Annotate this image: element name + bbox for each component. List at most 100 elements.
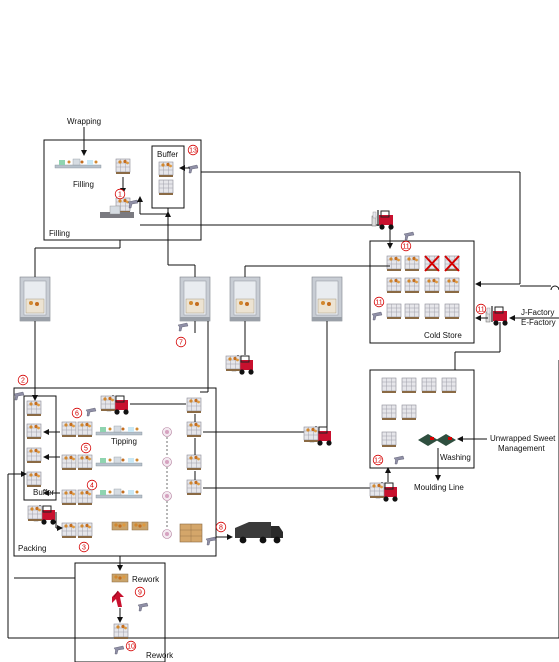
lane-crate-icon [187, 398, 201, 413]
pallet-box-icon [179, 523, 203, 543]
lift-icon [229, 276, 261, 322]
buffer-crate-icon [27, 401, 41, 416]
lane-crate-icon [78, 455, 92, 470]
marker-10 [125, 640, 137, 652]
roundbin-icon [162, 427, 172, 437]
marker-6-label: 6 [75, 411, 79, 418]
conveyor-icon [95, 488, 143, 499]
marker-2-label: 2 [21, 378, 25, 385]
cold-crate-icon [387, 256, 401, 271]
lane-crate-icon [62, 455, 76, 470]
cold-crate-icon [424, 303, 440, 320]
marker-12 [372, 454, 384, 466]
marker-11-right-label: 11 [477, 307, 484, 314]
lane-crate-icon [78, 490, 92, 505]
lane-crate-icon [187, 480, 201, 495]
scanner-icon [137, 602, 149, 612]
washing-label: Washing [440, 453, 471, 462]
buffer-packing: Buffer [23, 395, 57, 501]
unwrapped-label-line1: Unwrapped Sweet [490, 434, 556, 443]
rework-robot-icon [112, 590, 124, 607]
cold-crate-icon [444, 303, 460, 320]
cold-store-label: Cold Store [424, 331, 462, 340]
forklift-crate-icon [226, 356, 240, 371]
truck-icon [235, 522, 283, 544]
rework-tray-icon [111, 573, 129, 583]
lane-crate-icon [187, 455, 201, 470]
washing-area: Washing 12 [369, 369, 475, 469]
cold-crate-icon [425, 278, 439, 293]
roundbin-icon [162, 491, 172, 501]
washing-machine-icon [418, 434, 456, 446]
marker-11-right [475, 303, 487, 315]
packing-area-label: Packing [18, 544, 46, 553]
rework-area-label: Rework [146, 651, 174, 660]
buffer-crate-icon [27, 424, 41, 439]
marker-11-left-label: 11 [375, 300, 382, 307]
marker-1 [114, 188, 126, 200]
buffer-top: Buffer 13 [151, 144, 199, 209]
forklift-icon [371, 209, 395, 231]
marker-8-label: 8 [219, 525, 223, 532]
marker-3 [78, 541, 90, 553]
marker-13 [187, 144, 199, 156]
wash-crate-icon [381, 431, 397, 448]
filling-conveyor-icon [54, 158, 102, 169]
cold-crate-icon [445, 278, 459, 293]
packing-area: Packing 2 Buffer 6 Tipping 5 [13, 374, 217, 557]
filling-area-label: Filling [49, 229, 70, 238]
marker-13-label: 13 [189, 148, 197, 155]
wash-crate-icon [421, 377, 437, 394]
filling-label: Filling [73, 180, 94, 189]
roundbin-icon [162, 457, 172, 467]
marker-10-label: 10 [127, 644, 135, 651]
marker-8 [215, 521, 227, 533]
marker-1-label: 1 [118, 192, 122, 199]
marker-12-label: 12 [374, 458, 382, 465]
forklift-icon [485, 305, 509, 327]
wrapping-label: Wrapping [67, 117, 101, 126]
marker-5 [80, 442, 92, 454]
marker-9-label: 9 [138, 590, 142, 597]
scanner-icon [393, 455, 405, 465]
tray-icon [111, 521, 129, 531]
marker-2 [17, 374, 29, 386]
buffer-crate-icon [27, 448, 41, 463]
scanner-icon [13, 391, 25, 401]
scanner-icon [205, 536, 217, 546]
unwrapped-label-line2: Management [498, 444, 545, 453]
e-factory-label: E-Factory [521, 318, 556, 327]
marker-7-label: 7 [179, 340, 183, 347]
forklift-crate-icon [28, 506, 42, 521]
marker-11-top-label: 11 [402, 244, 409, 251]
wash-crate-icon [381, 377, 397, 394]
marker-6 [71, 407, 83, 419]
marker-5-label: 5 [84, 446, 88, 453]
crossed-crate-icon [424, 255, 440, 272]
marker-11-left [373, 296, 385, 308]
filling-area: Filling Wrapping Filling 1 Buffer 13 [43, 117, 202, 241]
lane-crate-icon [78, 422, 92, 437]
conveyor-icon [95, 456, 143, 467]
tipping-label: Tipping [111, 437, 137, 446]
rework-station-label: Rework [132, 575, 160, 584]
scanner-icon [177, 322, 189, 332]
wash-crate-icon [401, 377, 417, 394]
crossed-crate-icon [444, 255, 460, 272]
lane-crate-icon [62, 422, 76, 437]
marker-4-label: 4 [90, 483, 94, 490]
roundbin-icon [162, 529, 172, 539]
filling-transfer-icon [100, 205, 134, 218]
tray-icon [131, 521, 149, 531]
marker-11-top [400, 240, 412, 252]
marker-3-label: 3 [82, 545, 86, 552]
marker-9 [134, 586, 146, 598]
moulding-line-label: Moulding Line [414, 483, 464, 492]
lane-crate-icon [78, 523, 92, 538]
buffer-top-label: Buffer [157, 150, 179, 159]
lift-icon [311, 276, 343, 322]
scanner-icon [113, 645, 125, 655]
lane-crate-icon [187, 422, 201, 437]
forklift-crate-icon [101, 396, 115, 411]
